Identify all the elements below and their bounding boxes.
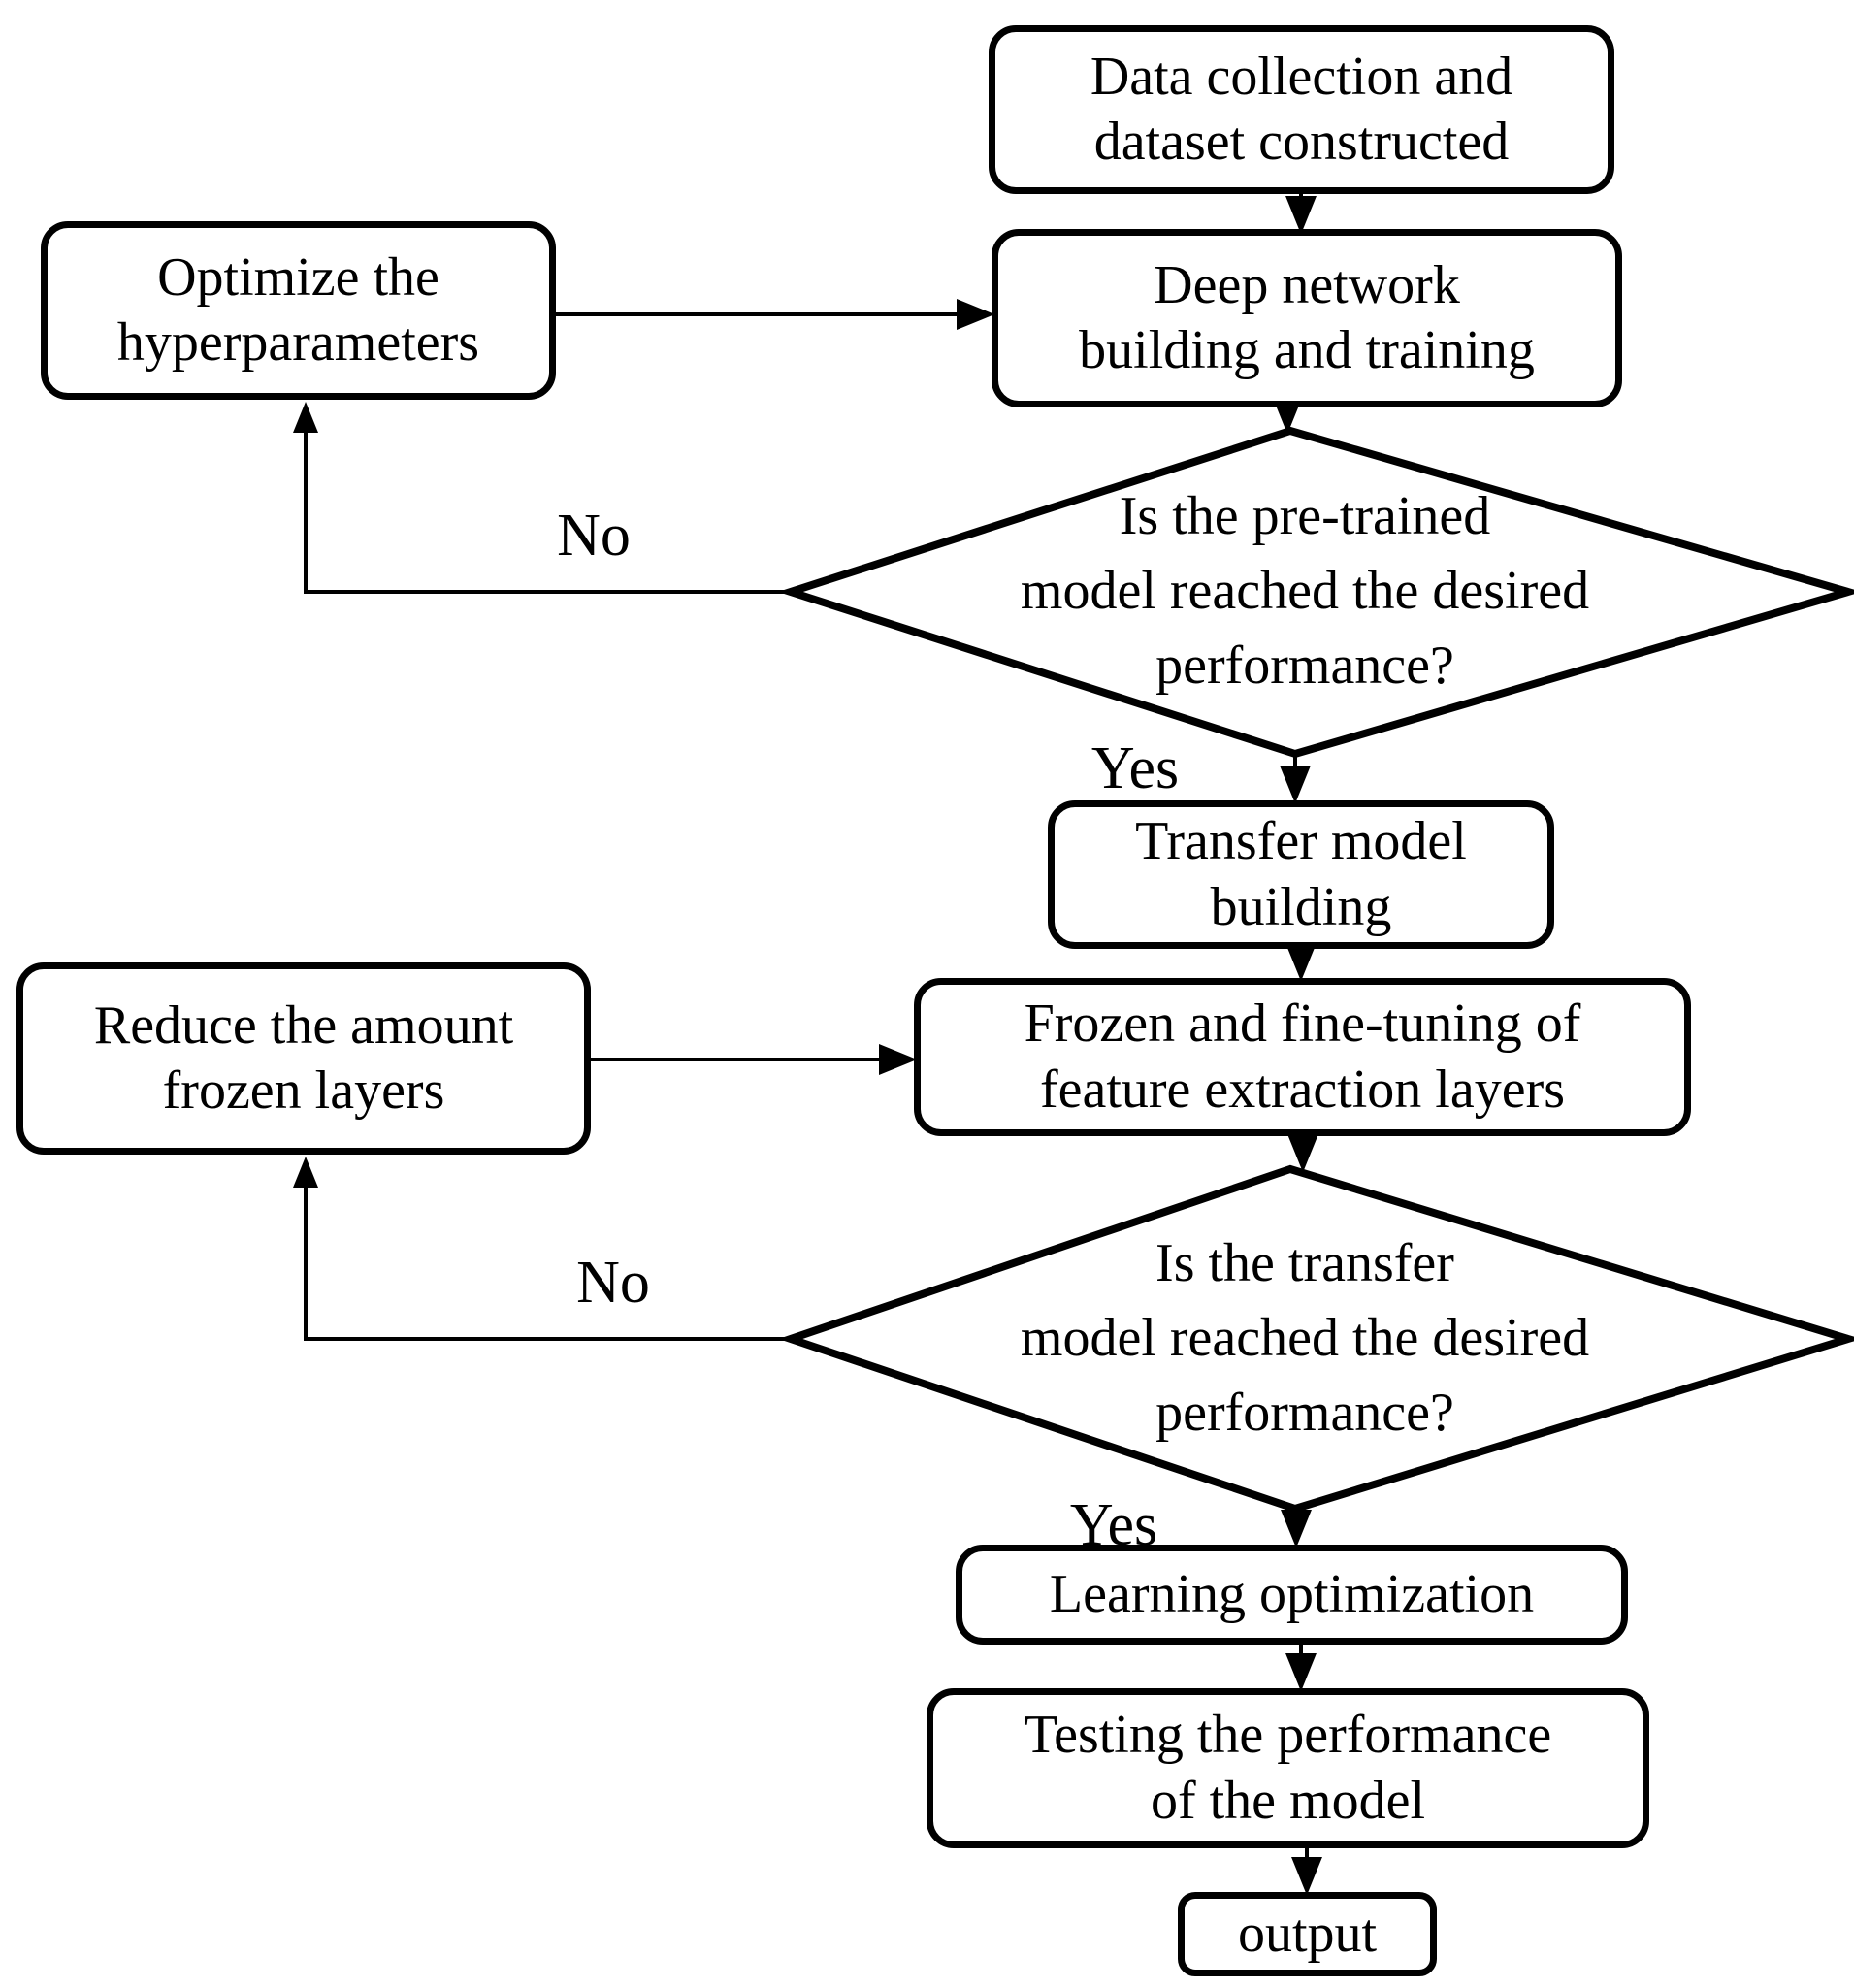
node-output: output (1178, 1892, 1437, 1976)
node-testing-performance: Testing the performance of the model (927, 1688, 1649, 1848)
node-frozen-finetuning: Frozen and fine-tuning of feature extrac… (914, 978, 1691, 1136)
arrow-data-to-deep-head (1285, 196, 1317, 235)
node-learning-optimization: Learning optimization (956, 1545, 1628, 1645)
edge-label-no-pretrained: No (557, 502, 631, 569)
edge-label-no-transfer: No (576, 1249, 650, 1316)
decision-transfer-label: Is the transfer model reached the desire… (1020, 1233, 1590, 1443)
edge-label-yes-transfer: Yes (1069, 1491, 1158, 1558)
node-deep-network: Deep network building and training (992, 229, 1622, 407)
arrow-testing-to-output-head (1291, 1857, 1322, 1896)
arrow-transfer-to-frozen-head (1285, 943, 1317, 982)
arrow-decision1-to-transfer-head (1280, 766, 1311, 804)
no-loop-transfer-line (304, 1162, 791, 1341)
edge-label-yes-pretrained: Yes (1090, 734, 1180, 801)
arrow-frozen-to-decision2-head (1287, 1134, 1318, 1173)
no-loop-transfer-head (293, 1157, 318, 1188)
arrow-decision2-to-learning-head (1281, 1510, 1312, 1548)
node-optimize-hyperparameters: Optimize the hyperparameters (41, 221, 556, 400)
node-transfer-building: Transfer model building (1048, 800, 1554, 949)
node-reduce-frozen-layers: Reduce the amount frozen layers (16, 962, 591, 1155)
arrow-optimize-to-deep-head (957, 299, 995, 330)
no-loop-pretrained-head (293, 402, 318, 433)
no-loop-pretrained-line (304, 407, 791, 594)
arrow-reduce-to-frozen-head (879, 1044, 918, 1075)
node-data-collection: Data collection and dataset constructed (989, 25, 1614, 194)
arrow-learning-to-testing-head (1285, 1653, 1317, 1692)
decision-pretrained-label: Is the pre-trained model reached the des… (1020, 486, 1590, 696)
